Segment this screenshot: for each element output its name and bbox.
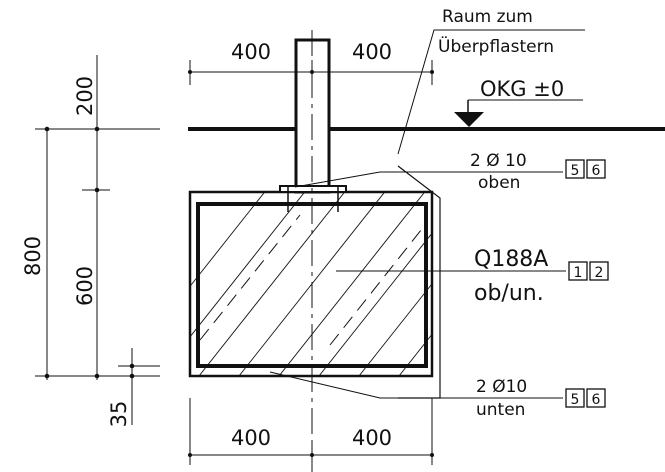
marker-2-mesh: 2	[595, 265, 604, 281]
pavement-label-line2: Überpflastern	[438, 35, 554, 57]
concrete-hatch	[190, 192, 432, 376]
marker-box-2-mesh	[589, 261, 609, 281]
bottom-bar-leader	[269, 371, 563, 399]
okg-label: OKG ±0	[480, 77, 564, 101]
marker-5-bottom: 5	[571, 392, 580, 408]
pavement-label-line1: Raum zum	[442, 7, 533, 27]
mesh-dashed	[199, 214, 426, 346]
marker-6-top: 6	[592, 163, 601, 179]
top-bar-qty: 2 Ø 10	[470, 151, 527, 171]
marker-box-6-bottom	[586, 388, 606, 408]
anchor-plate	[279, 185, 347, 193]
dim-vertical-200: 200	[73, 76, 97, 116]
bottom-bar-qty: 2 Ø10	[476, 377, 527, 397]
marker-box-6-top	[586, 159, 606, 179]
dim-top-left: 400	[231, 40, 271, 64]
top-bar-pos: oben	[478, 173, 520, 193]
marker-box-5-top	[565, 159, 585, 179]
dim-vertical	[35, 55, 160, 425]
marker-box-1-mesh	[568, 261, 588, 281]
pavement-leader	[397, 29, 585, 155]
mesh-pos-label: ob/un.	[474, 281, 544, 306]
dim-vertical-600: 600	[73, 266, 97, 306]
dim-bottom-right: 400	[352, 426, 392, 450]
side-extension	[397, 165, 441, 399]
marker-5-top: 5	[571, 163, 580, 179]
bottom-bar-pos: unten	[476, 400, 525, 420]
marker-box-5-bottom	[565, 388, 585, 408]
okg-triangle-icon	[454, 112, 484, 127]
dim-top-right: 400	[352, 40, 392, 64]
marker-1-mesh: 1	[574, 265, 583, 281]
top-bar-leader	[294, 171, 563, 188]
footing-outline	[188, 190, 434, 378]
dim-bottom-left: 400	[231, 426, 271, 450]
dim-bottom	[188, 398, 433, 465]
marker-6-bottom: 6	[592, 392, 601, 408]
dim-vertical-35: 35	[107, 401, 131, 428]
dim-vertical-800: 800	[21, 236, 45, 276]
mesh-label: Q188A	[474, 247, 548, 272]
